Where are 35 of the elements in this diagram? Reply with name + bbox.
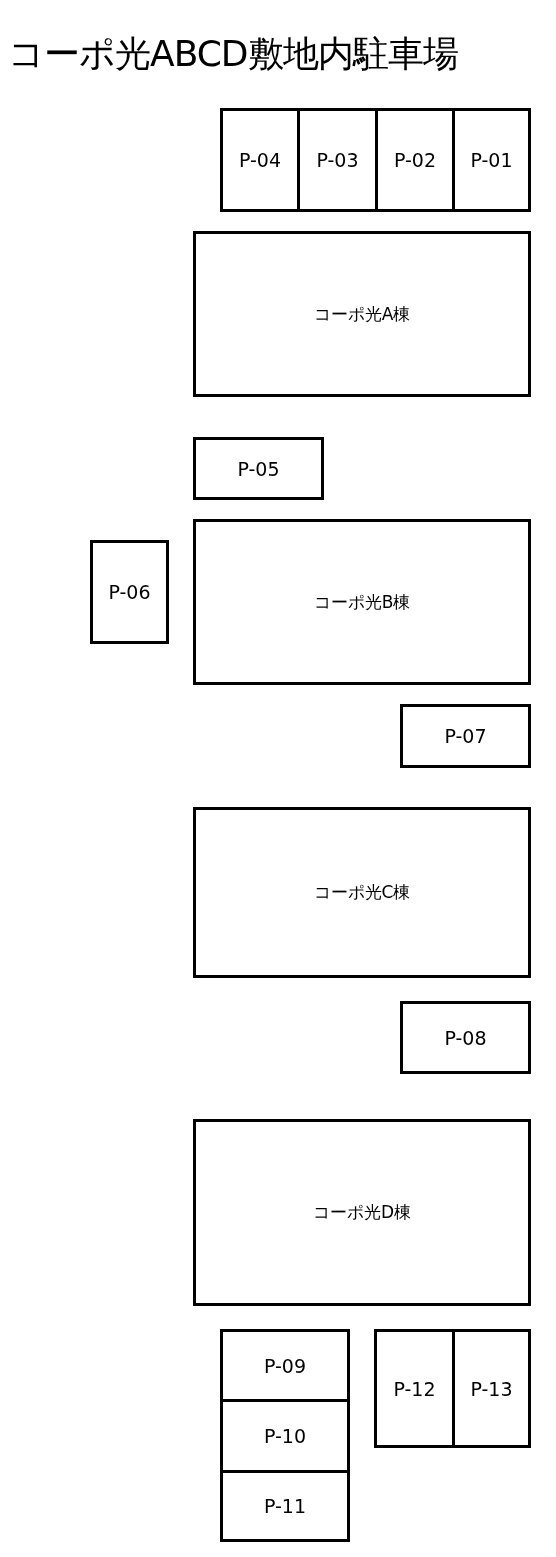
parking-space	[400, 1001, 531, 1074]
space-number: P-10	[263, 1425, 307, 1447]
space-number: P-11	[263, 1495, 307, 1517]
building-label: コーポ光B棟	[313, 590, 411, 614]
parking-space	[297, 108, 378, 212]
title: コーポ光ABCD敷地内駐車場	[8, 32, 458, 76]
parking-space	[220, 1329, 350, 1402]
building-label: コーポ光C棟	[313, 881, 411, 904]
space-number: P-03	[316, 149, 359, 171]
space-number: P-13	[470, 1377, 513, 1400]
building-label: コーポ光A棟	[313, 302, 411, 326]
space-number: P-02	[393, 149, 437, 171]
building-block	[193, 519, 531, 685]
parking-space	[220, 108, 300, 212]
parking-space	[90, 540, 169, 644]
space-number: P-01	[470, 149, 513, 171]
space-number: P-12	[393, 1377, 436, 1400]
space-number: P-04	[238, 149, 282, 171]
parking-space	[220, 1470, 350, 1542]
parking-space	[452, 1329, 531, 1448]
parking-space	[400, 704, 531, 768]
parking-space	[220, 1399, 350, 1473]
parking-space	[452, 108, 531, 212]
parking-space	[374, 1329, 455, 1448]
building-block	[193, 1119, 531, 1306]
space-number: P-06	[108, 581, 151, 603]
parking-space	[193, 437, 324, 500]
building-block	[193, 807, 531, 978]
space-number: P-09	[263, 1354, 307, 1377]
space-number: P-08	[444, 1026, 487, 1049]
space-number: P-05	[237, 457, 280, 480]
building-block	[193, 231, 531, 397]
parking-space	[375, 108, 455, 212]
space-number: P-07	[444, 725, 487, 747]
building-label: コーポ光D棟	[312, 1201, 412, 1224]
